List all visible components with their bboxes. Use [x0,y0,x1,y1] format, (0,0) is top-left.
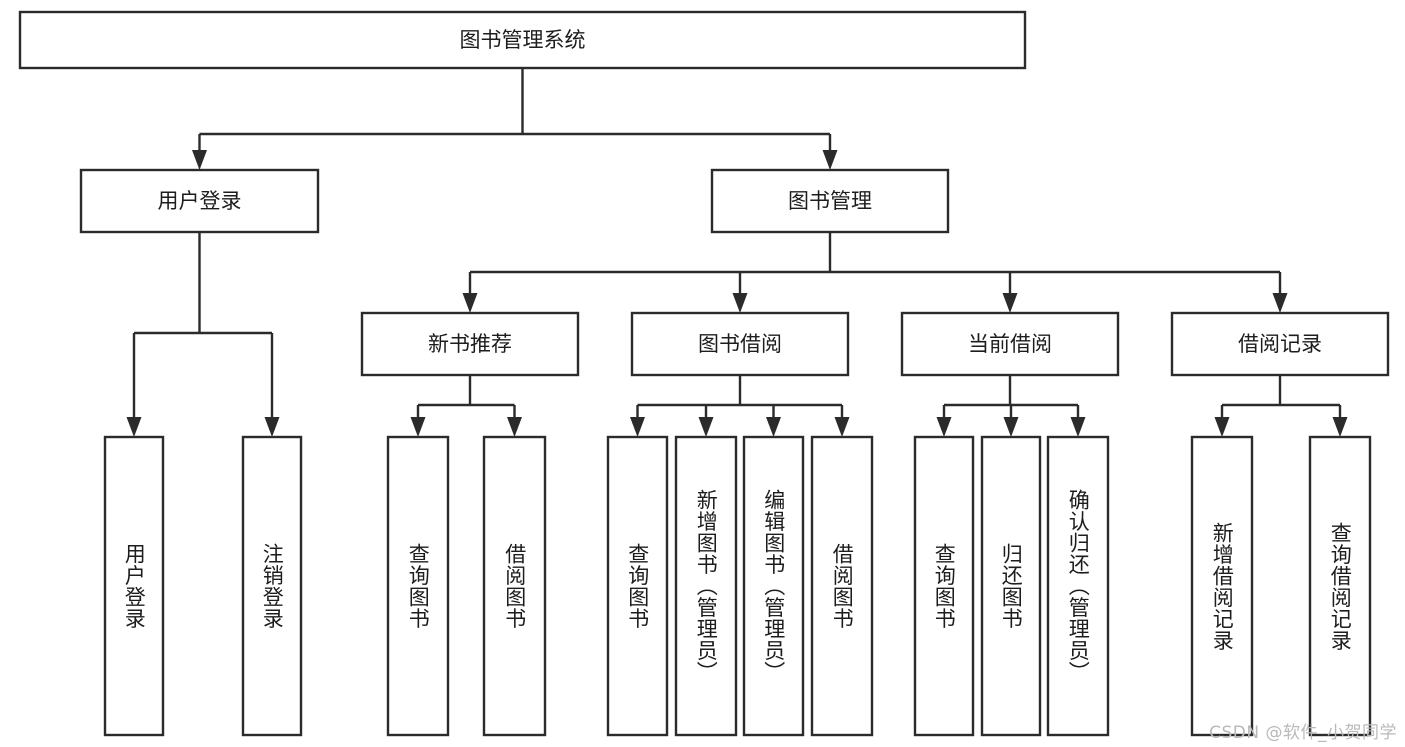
node-leaf-borrow-book[interactable] [810,435,874,737]
connector-layer [126,68,1348,437]
node-box-leaf-query-record[interactable] [1308,435,1372,737]
node-leaf-user-login[interactable] [103,435,165,737]
node-box-leaf-logout[interactable] [241,435,303,737]
connector-group-current-borrow [936,375,1086,437]
node-leaf-add-book[interactable] [674,435,738,737]
node-new-book-rec[interactable]: 新书推荐 [360,311,580,377]
node-book-borrow[interactable]: 图书借阅 [630,311,850,377]
node-leaf-confirm-return[interactable] [1046,435,1110,737]
arrow-head-leaf-borrow-book-rec [507,417,522,437]
node-box-new-book-rec[interactable] [360,311,580,377]
node-box-leaf-query-book-current[interactable] [913,435,975,737]
arrow-head-book-manage [822,150,838,170]
connector-group-root [192,68,838,170]
arrow-head-leaf-query-record [1332,417,1348,437]
arrow-head-leaf-add-book [698,417,714,437]
node-label-user-login: 用户登录 [158,189,242,213]
arrow-head-leaf-add-record [1214,417,1230,437]
node-leaf-edit-book[interactable] [742,435,805,737]
node-box-leaf-query-book-rec[interactable] [386,435,450,737]
node-current-borrow[interactable]: 当前借阅 [900,311,1120,377]
arrow-head-leaf-edit-book [766,417,781,437]
watermark-text: CSDN @软件_小贺同学 [1209,723,1397,743]
node-leaf-return-book[interactable] [980,435,1042,737]
node-leaf-borrow-book-rec[interactable] [482,435,547,737]
node-leaf-query-book-current[interactable] [913,435,975,737]
node-box-leaf-user-login[interactable] [103,435,165,737]
node-box-root[interactable] [18,10,1027,70]
node-box-leaf-add-record[interactable] [1190,435,1254,737]
node-box-book-borrow[interactable] [630,311,850,377]
node-book-manage[interactable]: 图书管理 [710,168,950,234]
arrow-head-borrow-record [1272,293,1288,313]
node-label-book-manage: 图书管理 [788,189,872,213]
node-box-leaf-query-book-borrow[interactable] [606,435,669,737]
node-user-login[interactable]: 用户登录 [79,168,320,234]
arrow-head-book-borrow [732,293,748,313]
node-label-root: 图书管理系统 [460,28,586,52]
arrow-head-leaf-query-book-rec [410,417,426,437]
arrow-head-user-login [192,150,207,170]
node-label-book-borrow: 图书借阅 [698,332,782,356]
node-leaf-add-record[interactable] [1190,435,1254,737]
arrow-head-leaf-query-book-borrow [630,417,645,437]
arrow-head-new-book-rec [462,293,478,313]
node-label-borrow-record: 借阅记录 [1238,332,1322,356]
node-leaf-query-book-rec[interactable] [386,435,450,737]
connector-group-book-manage [462,232,1288,313]
node-label-current-borrow: 当前借阅 [968,332,1052,356]
node-root[interactable]: 图书管理系统 [18,10,1027,70]
arrow-head-leaf-logout [264,417,280,437]
arrow-head-leaf-confirm-return [1070,417,1086,437]
node-box-borrow-record[interactable] [1170,311,1390,377]
node-leaf-query-book-borrow[interactable] [606,435,669,737]
node-box-current-borrow[interactable] [900,311,1120,377]
node-label-new-book-rec: 新书推荐 [428,332,512,356]
node-box-leaf-add-book[interactable] [674,435,738,737]
connector-group-new-book-rec [410,375,522,437]
node-box-book-manage[interactable] [710,168,950,234]
connector-group-user-login [126,232,280,437]
arrow-head-leaf-borrow-book [834,417,850,437]
arrow-head-leaf-query-book-current [936,417,952,437]
node-borrow-record[interactable]: 借阅记录 [1170,311,1390,377]
node-box-user-login[interactable] [79,168,320,234]
arrow-head-current-borrow [1002,293,1018,313]
arrow-head-leaf-return-book [1003,417,1019,437]
node-box-leaf-borrow-book-rec[interactable] [482,435,547,737]
connector-group-book-borrow [630,375,850,437]
node-leaf-logout[interactable] [241,435,303,737]
node-leaf-query-record[interactable] [1308,435,1372,737]
node-box-leaf-return-book[interactable] [980,435,1042,737]
arrow-head-leaf-user-login [126,417,142,437]
connector-group-borrow-record [1214,375,1348,437]
node-box-leaf-borrow-book[interactable] [810,435,874,737]
node-box-leaf-edit-book[interactable] [742,435,805,737]
node-box-leaf-confirm-return[interactable] [1046,435,1110,737]
